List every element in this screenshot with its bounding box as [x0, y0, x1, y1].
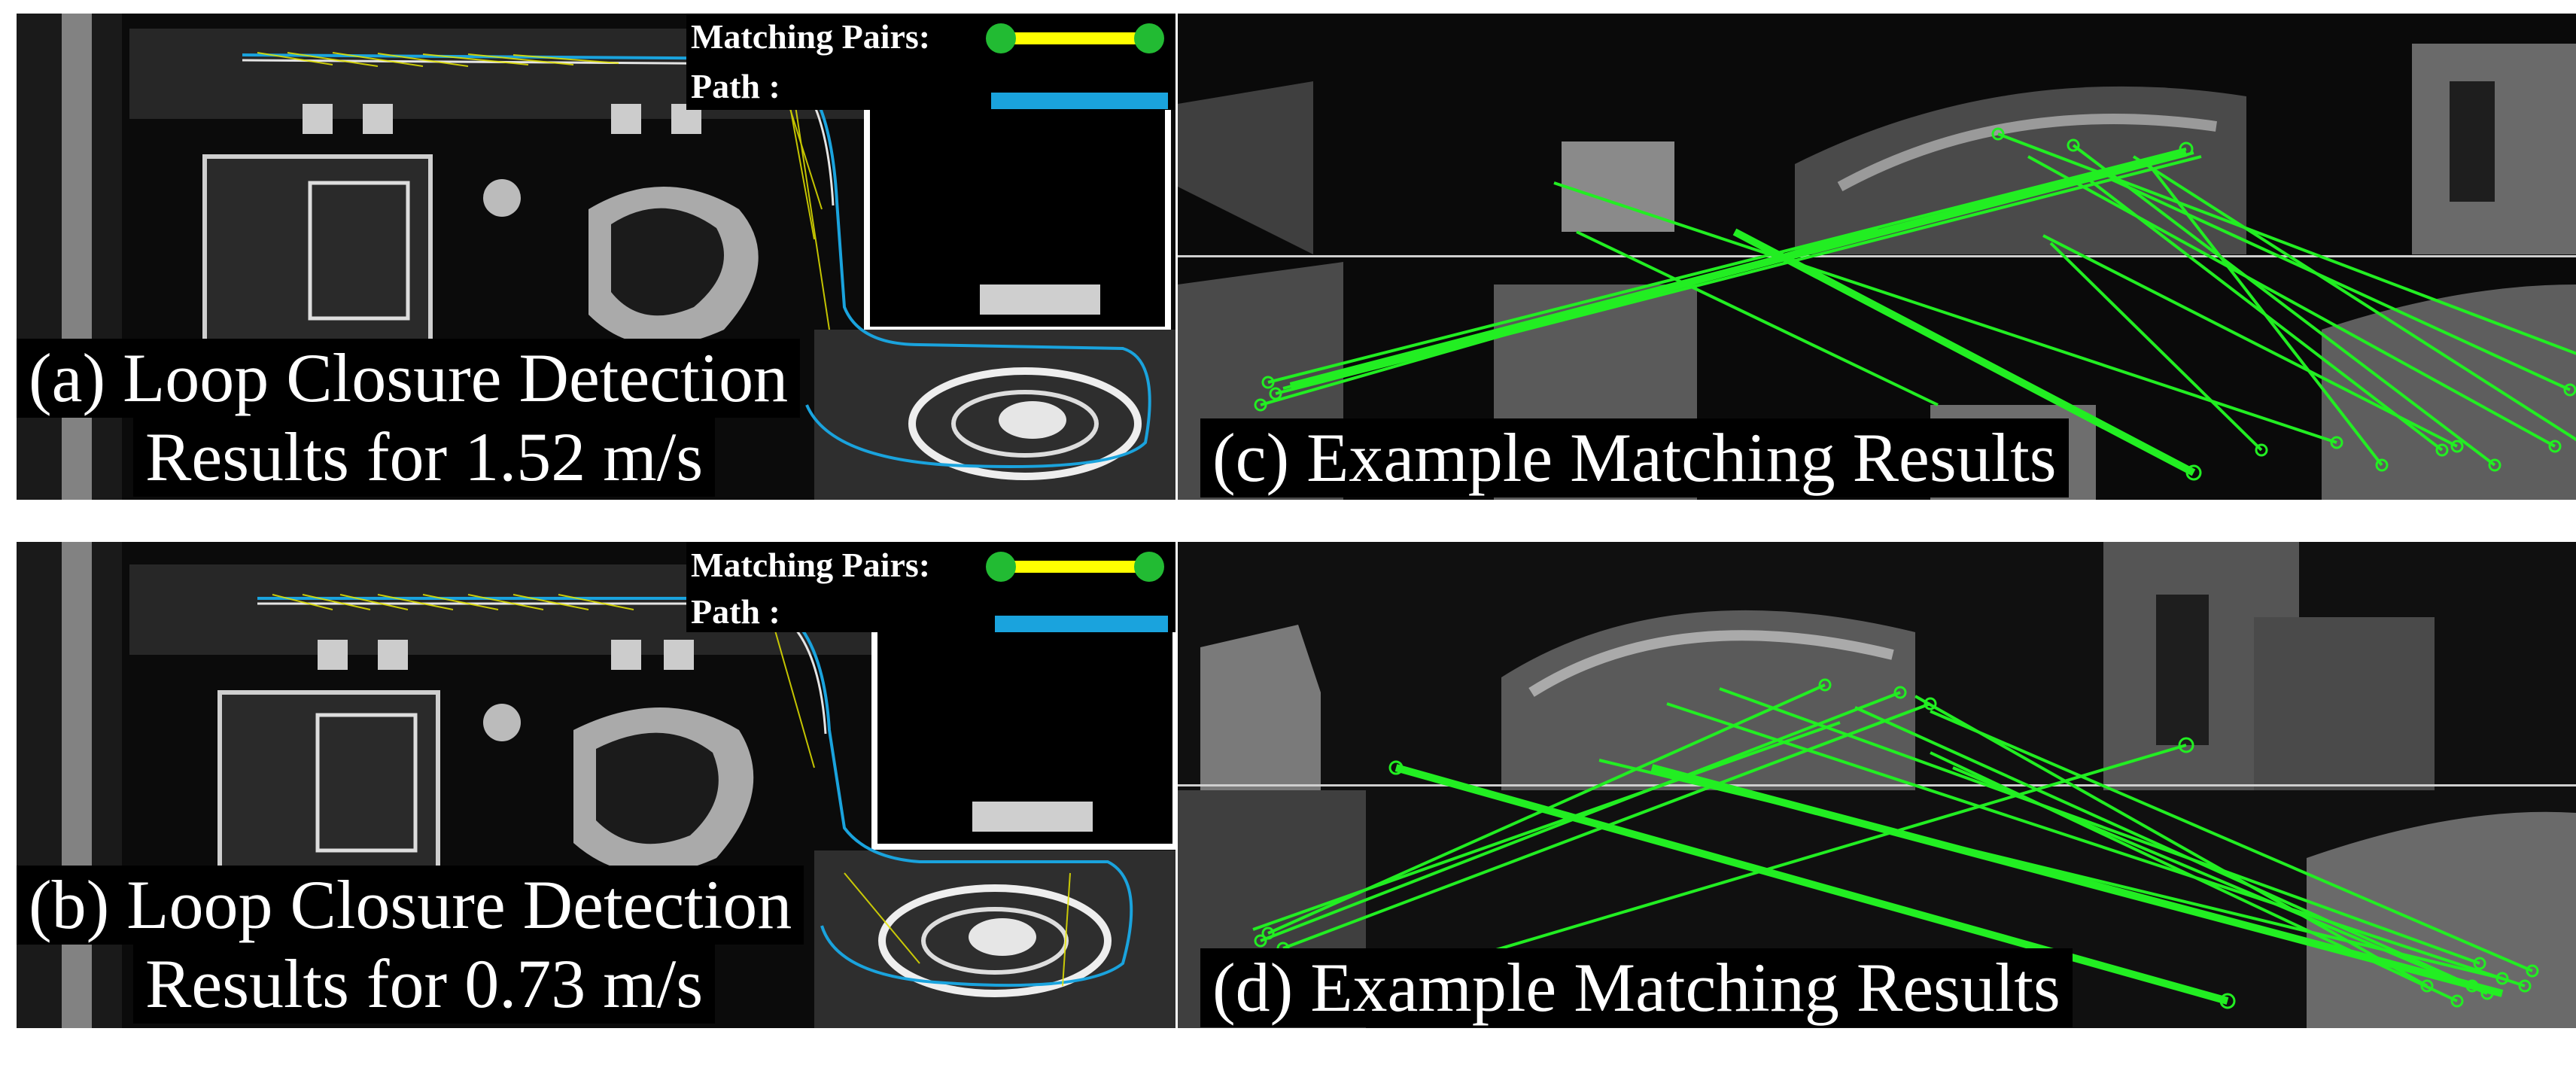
legend-path-label-b: Path : — [686, 592, 785, 631]
matching-endpoint-left — [986, 23, 1016, 53]
legend-matching-label-b: Matching Pairs: — [686, 545, 935, 585]
map-panel-b: Matching Pairs: Path : (b) Loop Closure … — [17, 542, 1175, 1028]
map-panel-a: Matching Pairs: Path : (a) Loop Closure … — [17, 14, 1175, 500]
path-swatch-b — [995, 616, 1168, 632]
matching-endpoint-left-b — [986, 552, 1016, 582]
legend-path-label: Path : — [686, 66, 785, 106]
path-swatch — [991, 93, 1168, 109]
caption-a-line1: (a) Loop Closure Detection — [17, 339, 801, 418]
match-panel-c: (c) Example Matching Results — [1178, 14, 2576, 500]
legend-swatches — [986, 23, 1168, 109]
legend-matching-label: Matching Pairs: — [686, 17, 935, 56]
matching-endpoint-right-b — [1134, 552, 1164, 582]
matching-endpoint-right — [1134, 23, 1164, 53]
legend-swatches-b — [986, 552, 1168, 632]
caption-b-line2: Results for 0.73 m/s — [133, 945, 716, 1024]
caption-c: (c) Example Matching Results — [1200, 418, 2069, 497]
caption-d: (d) Example Matching Results — [1200, 948, 2073, 1027]
caption-b-line1: (b) Loop Closure Detection — [17, 866, 804, 945]
caption-a-line2: Results for 1.52 m/s — [133, 418, 716, 497]
match-panel-d: (d) Example Matching Results — [1178, 542, 2576, 1028]
